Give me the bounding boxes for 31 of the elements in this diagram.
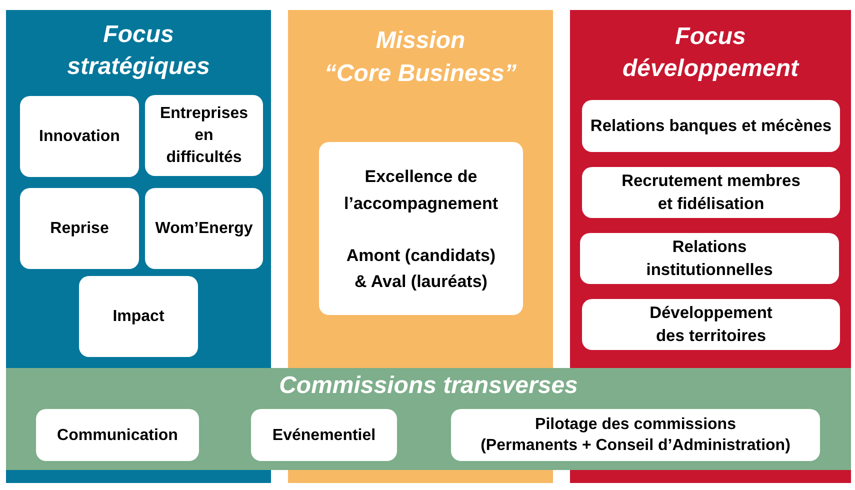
topic-card	[79, 276, 198, 357]
topic-card	[319, 142, 523, 315]
topic-label: Wom’Energy	[155, 218, 253, 238]
topic-label: Reprise	[50, 218, 109, 238]
topic-label: (Permanents + Conseil d’Administration)	[480, 436, 790, 456]
topic-card	[36, 409, 199, 461]
topic-card	[582, 100, 840, 152]
topic-label: Amont (candidats) & Aval (lauréats)	[345, 244, 497, 292]
topic-card	[145, 188, 263, 269]
topic-card	[582, 299, 840, 350]
topic-card	[582, 167, 840, 218]
topic-label: Pilotage des commissions	[535, 415, 736, 435]
topic-label: Impact	[112, 306, 164, 326]
topic-label: Relations banques et mécènes	[590, 116, 832, 136]
topic-label: Evénementiel	[272, 426, 376, 446]
topic-label: Entreprises en difficultés	[158, 104, 250, 168]
topic-label: Relations institutionnelles	[645, 236, 774, 280]
topic-label: Excellence de l’accompagnement	[343, 166, 499, 215]
panel-heading: Focus stratégiques	[66, 20, 211, 82]
topic-label: Innovation	[39, 126, 120, 146]
topic-card	[580, 233, 839, 284]
panel-heading: Focus développement	[621, 22, 800, 84]
panel-heading: Mission	[376, 26, 466, 56]
topic-label: Développement des territoires	[648, 302, 774, 346]
topic-label: Communication	[57, 426, 178, 446]
topic-card	[20, 188, 139, 269]
topic-label: Recrutement membres et fidélisation	[620, 170, 802, 214]
panel-heading: “Core Business”	[324, 59, 517, 89]
panel-heading: Commissions transverses	[279, 371, 578, 401]
topic-card	[145, 95, 263, 176]
topic-card	[20, 96, 139, 177]
